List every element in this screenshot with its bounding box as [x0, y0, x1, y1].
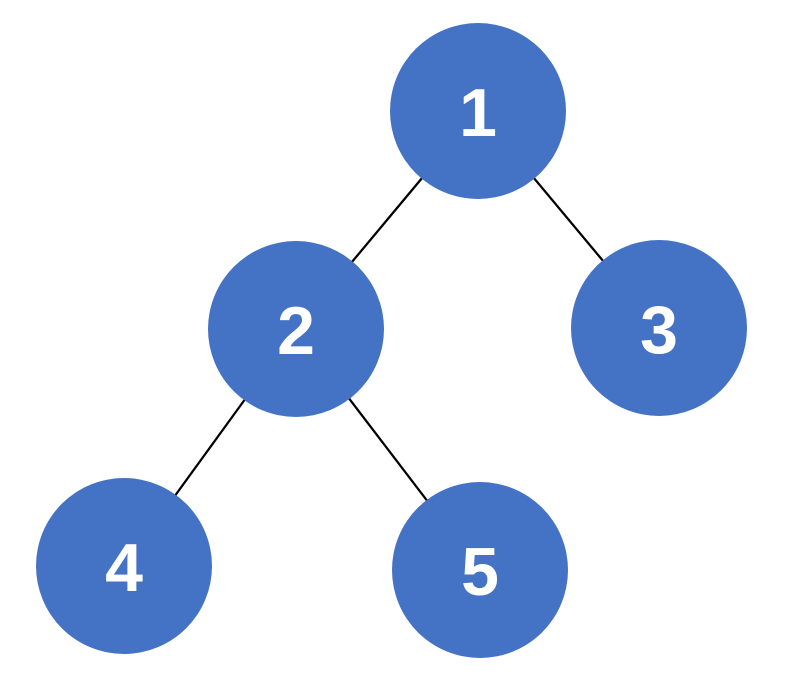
tree-node-3: 3: [571, 240, 747, 416]
tree-node-circle-4: [36, 478, 212, 654]
tree-node-circle-5: [392, 482, 568, 658]
tree-node-circle-3: [571, 240, 747, 416]
tree-node-circle-2: [208, 241, 384, 417]
tree-nodes: 1 2 3 4 5: [36, 23, 747, 658]
tree-node-label-4: 4: [105, 530, 143, 606]
tree-node-2: 2: [208, 241, 384, 417]
tree-node-label-3: 3: [640, 292, 678, 368]
tree-node-5: 5: [392, 482, 568, 658]
tree-node-label-2: 2: [277, 293, 315, 369]
tree-node-circle-1: [390, 23, 566, 199]
tree-node-label-1: 1: [459, 75, 497, 151]
tree-node-1: 1: [390, 23, 566, 199]
tree-node-label-5: 5: [461, 534, 499, 610]
tree-node-4: 4: [36, 478, 212, 654]
